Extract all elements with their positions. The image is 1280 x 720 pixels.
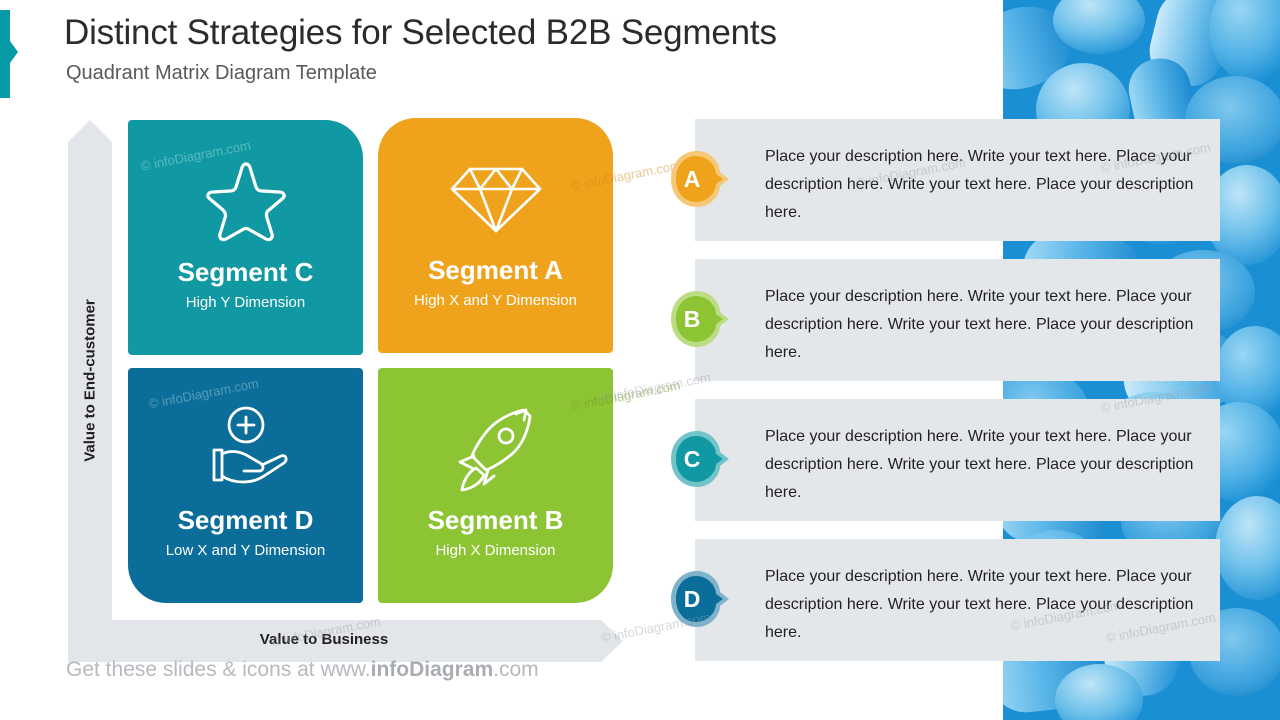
- quadrant-segment-c[interactable]: Segment C High Y Dimension © infoDiagram…: [128, 120, 363, 355]
- quadrant-subtitle: High X Dimension: [435, 541, 556, 559]
- page-subtitle: Quadrant Matrix Diagram Template: [66, 62, 377, 84]
- badge-c[interactable]: C: [668, 430, 729, 488]
- description-panel-b: [695, 259, 1220, 381]
- watermark: © infoDiagram.com: [569, 377, 682, 414]
- page-title: Distinct Strategies for Selected B2B Seg…: [64, 13, 777, 52]
- hand-plus-icon: [200, 402, 292, 494]
- quadrant-segment-b[interactable]: Segment B High X Dimension © infoDiagram…: [378, 368, 682, 603]
- x-axis: Value to Business: [68, 620, 623, 662]
- badge-letter: D: [683, 585, 701, 612]
- watermark: © infoDiagram.com: [569, 157, 682, 194]
- description-panel-a: [695, 119, 1220, 241]
- description-text-b: Place your description here. Write your …: [765, 288, 1194, 361]
- badge-letter: A: [683, 165, 701, 192]
- description-text-a: Place your description here. Write your …: [765, 148, 1194, 221]
- x-axis-label: Value to Business: [259, 631, 389, 648]
- quadrant-title: Segment D: [177, 505, 314, 535]
- quadrant-subtitle: High Y Dimension: [185, 293, 306, 311]
- footer-suffix: .com: [493, 658, 539, 681]
- y-axis: Value to End-customer: [68, 120, 112, 660]
- description-panel-d: [695, 539, 1220, 661]
- quadrant-segment-d[interactable]: Segment D Low X and Y Dimension © infoDi…: [128, 368, 363, 603]
- accent-bar: [0, 10, 10, 98]
- badge-letter: B: [683, 305, 701, 332]
- footer-note: Get these slides & icons at www.infoDiag…: [66, 658, 539, 682]
- badge-pin-shape: [671, 151, 729, 207]
- y-axis-label: Value to End-customer: [81, 299, 99, 462]
- badge-b[interactable]: B: [668, 290, 729, 348]
- badge-d[interactable]: D: [668, 570, 729, 628]
- quadrant-title: Segment A: [428, 255, 563, 285]
- quadrant-segment-a[interactable]: Segment A High X and Y Dimension © infoD…: [378, 118, 682, 353]
- badge-pin-shape: [671, 291, 729, 347]
- badge-a[interactable]: A: [668, 150, 729, 208]
- rocket-icon: [454, 402, 538, 494]
- quadrant-title: Segment C: [177, 257, 314, 287]
- badge-letter: C: [683, 445, 701, 472]
- description-panel-c: [695, 399, 1220, 521]
- accent-arrow-icon: [10, 41, 18, 63]
- star-icon: [203, 154, 289, 246]
- badge-pin-shape: [671, 571, 729, 627]
- description-text-d: Place your description here. Write your …: [765, 568, 1194, 641]
- footer-prefix: Get these slides & icons at www.: [66, 658, 371, 681]
- quadrant-subtitle: High X and Y Dimension: [414, 291, 577, 309]
- quadrant-title: Segment B: [427, 505, 564, 535]
- description-text-c: Place your description here. Write your …: [765, 428, 1194, 501]
- badge-pin-shape: [671, 431, 729, 487]
- diamond-icon: [450, 152, 542, 244]
- quadrant-subtitle: Low X and Y Dimension: [165, 541, 326, 559]
- footer-brand: infoDiagram: [370, 658, 494, 681]
